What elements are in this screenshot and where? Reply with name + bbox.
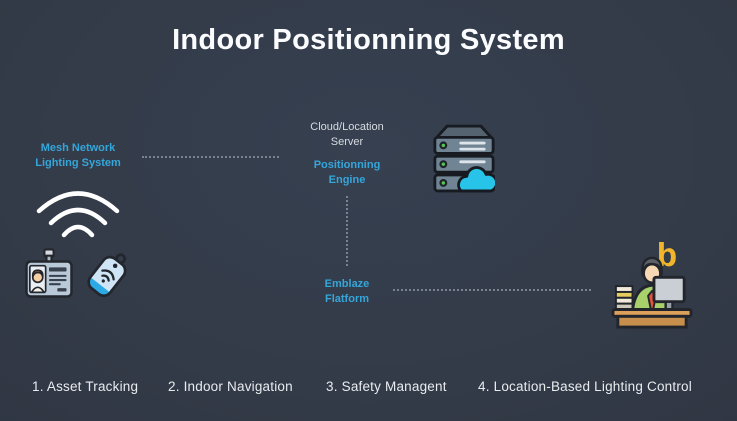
id-badge-icon <box>25 248 73 298</box>
feature-item-lighting-control: 4. Location-Based Lighting Control <box>478 379 692 394</box>
person-desk-icon <box>611 256 693 329</box>
page-title: Indoor Positionning System <box>172 24 565 56</box>
feature-item-indoor-navigation: 2. Indoor Navigation <box>168 379 293 394</box>
cloud-server-label: Cloud/Location Server <box>310 121 384 149</box>
beacon-tag-icon <box>87 253 127 298</box>
connector-platform-to-user <box>393 289 591 291</box>
connector-mesh-to-server <box>142 156 279 158</box>
server-cloud-icon <box>433 124 495 193</box>
feature-item-safety-management: 3. Safety Managent <box>326 379 447 394</box>
feature-item-asset-tracking: 1. Asset Tracking <box>32 379 139 394</box>
positioning-engine-label: Positionning Engine <box>313 159 381 187</box>
mesh-network-label: Mesh Network Lighting System <box>35 142 121 170</box>
emblaze-logo: b <box>656 236 678 273</box>
emblaze-platform-label: Emblaze Flatform <box>324 278 370 306</box>
wifi-icon <box>36 191 120 238</box>
connector-engine-to-platform <box>346 196 348 266</box>
